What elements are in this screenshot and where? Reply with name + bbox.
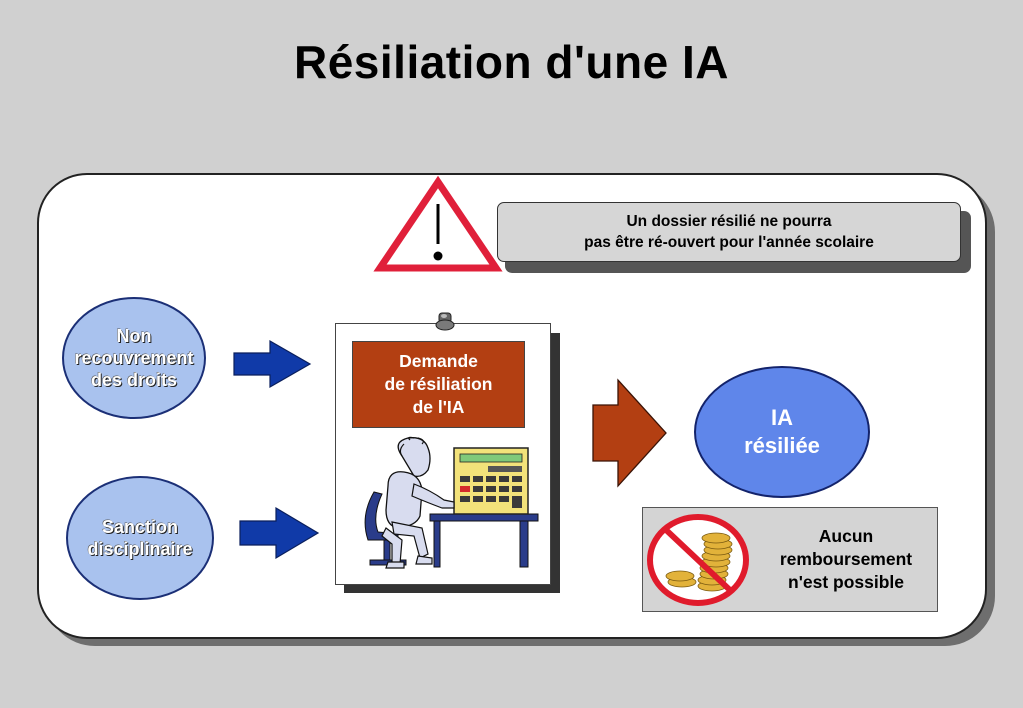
result-line-1: IA <box>771 405 793 430</box>
person-at-computer-icon <box>364 436 539 569</box>
request-line-3: de l'IA <box>412 397 465 417</box>
refund-line-1: Aucun <box>818 526 874 546</box>
cause-1-line-3: des droits <box>90 370 178 390</box>
warning-note-line-1: Un dossier résilié ne pourra <box>626 213 832 230</box>
cause-2-line-2: disciplinaire <box>87 539 193 559</box>
result-line-2: résiliée <box>744 433 820 458</box>
refund-notice-text: Aucun remboursement n'est possible <box>758 525 934 594</box>
request-title-box: Demande de résiliation de l'IA <box>352 341 525 428</box>
request-line-2: de résiliation <box>384 374 493 394</box>
arrow-right-icon <box>233 339 312 389</box>
refund-line-2: remboursement <box>779 549 913 569</box>
warning-note: Un dossier résilié ne pourra pas être ré… <box>497 202 961 262</box>
page-title: Résiliation d'une IA <box>294 36 729 88</box>
cause-sanction-disciplinaire: Sanction disciplinaire <box>66 476 214 600</box>
cause-non-recouvrement: Non recouvrement des droits <box>62 297 206 419</box>
arrow-right-icon <box>239 506 320 560</box>
cause-2-line-1: Sanction <box>101 517 178 537</box>
request-line-1: Demande <box>399 351 478 371</box>
warning-note-line-2: pas être ré-ouvert pour l'année scolaire <box>584 234 874 251</box>
arrow-right-icon <box>592 378 667 488</box>
refund-line-3: n'est possible <box>788 572 904 592</box>
no-coins-icon <box>647 514 749 606</box>
result-ia-resiliee: IA résiliée <box>694 366 870 498</box>
pushpin-icon <box>435 312 455 331</box>
cause-1-line-2: recouvrement <box>74 348 194 368</box>
warning-triangle-icon <box>373 175 503 272</box>
cause-1-line-1: Non <box>116 326 152 346</box>
